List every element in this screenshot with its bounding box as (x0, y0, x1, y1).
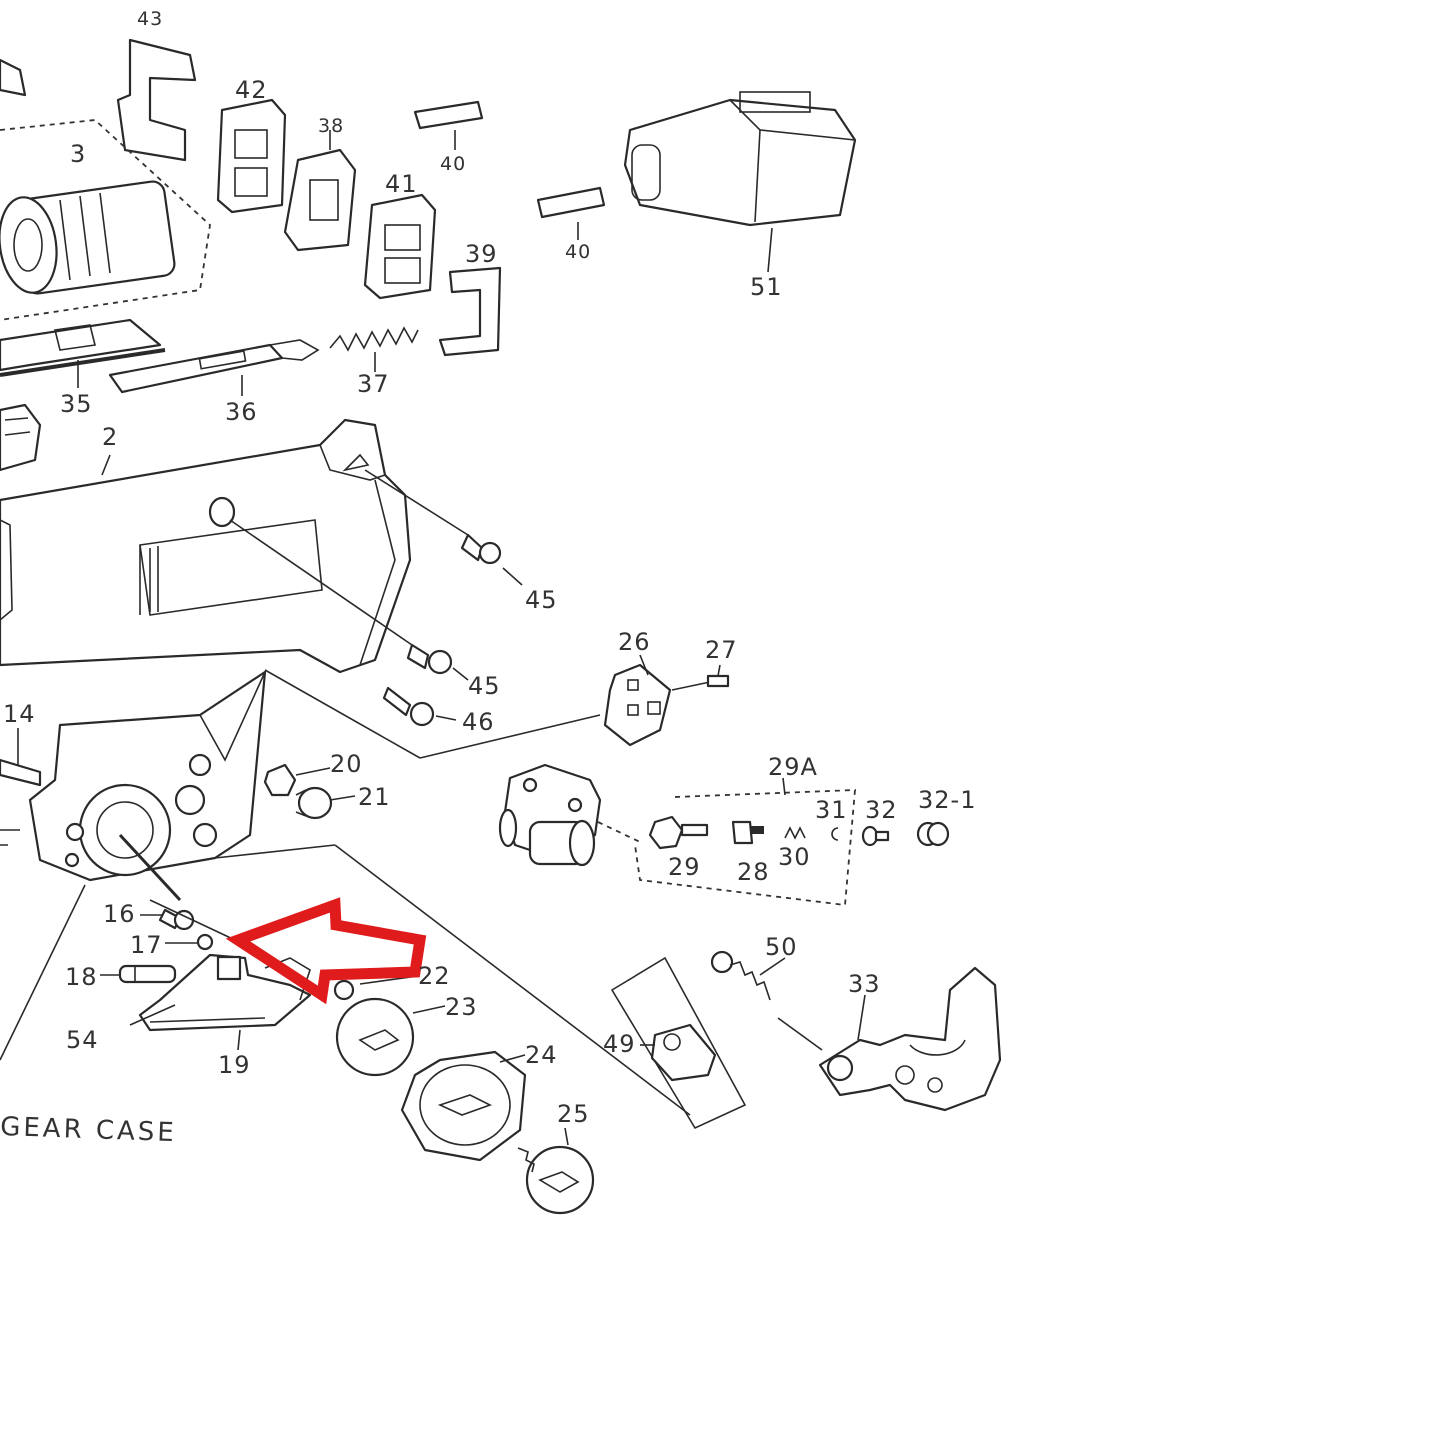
part-43-bracket (116, 38, 197, 162)
callout-40-upper: 40 (440, 153, 466, 175)
part-41-switch (363, 193, 437, 300)
part-42-switch (216, 98, 287, 214)
part-49-gasket (610, 956, 747, 1130)
callout-37: 37 (357, 370, 390, 398)
leader-54 (129, 1004, 176, 1026)
callout-43: 43 (137, 8, 163, 30)
leader-29A-gear (597, 821, 641, 843)
callout-33: 33 (848, 970, 881, 998)
callout-49: 49 (603, 1030, 636, 1058)
part-40-brush-upper (413, 100, 484, 150)
callout-51: 51 (750, 273, 783, 301)
callout-24: 24 (525, 1041, 558, 1069)
part-33-knuckle (818, 966, 1002, 1112)
part-trigger-fragment (0, 403, 42, 472)
callout-30: 30 (778, 843, 811, 871)
part-23-disc (335, 997, 446, 1077)
part-51-switch-housing (623, 91, 857, 273)
callout-3: 3 (70, 140, 86, 168)
callout-54: 54 (66, 1026, 99, 1054)
part-29-shaft (648, 815, 709, 850)
part-46-screw (382, 686, 457, 727)
part-25-cap (517, 1127, 595, 1215)
part-39-clip (438, 266, 502, 357)
callout-40-lower: 40 (565, 241, 591, 263)
motor-group-outline (0, 119, 211, 321)
callout-26: 26 (618, 628, 651, 656)
leader-case-right (214, 844, 336, 859)
part-45-screw-lower (229, 519, 469, 681)
callout-41: 41 (385, 170, 418, 198)
part-40-brush-lower (536, 186, 606, 240)
leader-case-down (0, 884, 86, 1061)
part-32-pin (861, 825, 890, 847)
leader-case-long (334, 844, 691, 1116)
leader-26-long (419, 714, 601, 759)
leader-29A (782, 777, 786, 796)
part-28-clip (731, 820, 764, 845)
callout-50: 50 (765, 933, 798, 961)
part-31-clip (831, 827, 839, 841)
part-35-plate (0, 318, 166, 388)
part-21-bushing (295, 786, 356, 820)
callout-14: 14 (3, 700, 36, 728)
callout-23: 23 (445, 993, 478, 1021)
part-2-housing (0, 418, 412, 674)
part-45-screw-upper (364, 469, 523, 586)
callout-32-1: 32-1 (918, 786, 976, 814)
part-32-1-cap (916, 821, 950, 847)
callout-38: 38 (318, 115, 344, 137)
part-16-screw (140, 908, 195, 931)
callout-22: 22 (418, 962, 451, 990)
part-38-switch (283, 130, 357, 252)
callout-20: 20 (330, 750, 363, 778)
callout-45-lower: 45 (468, 672, 501, 700)
callout-21: 21 (358, 783, 391, 811)
callout-32: 32 (865, 796, 898, 824)
callout-16: 16 (103, 900, 136, 928)
part-3-motor (0, 180, 176, 295)
callout-17: 17 (130, 931, 163, 959)
callout-31: 31 (815, 796, 848, 824)
callout-27: 27 (705, 636, 738, 664)
callout-29: 29 (668, 853, 701, 881)
callout-39: 39 (465, 240, 498, 268)
callout-36: 36 (225, 398, 258, 426)
callout-46: 46 (462, 708, 495, 736)
callout-35: 35 (60, 390, 93, 418)
part-18-pin (100, 964, 177, 984)
part-29A-group-outline (634, 789, 856, 907)
callout-45-upper: 45 (525, 586, 558, 614)
part-50-screw (710, 950, 786, 1001)
part-20-nut (263, 763, 331, 797)
part-17-washer (165, 933, 214, 951)
leader-50-to-33 (777, 1017, 823, 1051)
part-14-gear-case (0, 670, 267, 902)
callout-29A: 29A (768, 753, 818, 781)
callout-25: 25 (557, 1100, 590, 1128)
callout-18: 18 (65, 963, 98, 991)
part-36-rod (108, 339, 320, 396)
callout-28: 28 (737, 858, 770, 886)
part-24-gear-plate (400, 1050, 527, 1162)
callout-42: 42 (235, 76, 268, 104)
callout-2: 2 (102, 423, 118, 451)
callout-19: 19 (218, 1051, 251, 1079)
gear-case-caption: GEAR CASE (0, 1112, 177, 1148)
part-top-left-fragment (0, 58, 27, 97)
part-gear-assembly (498, 763, 602, 867)
highlight-arrow (225, 897, 427, 1005)
part-30-spring (784, 826, 806, 840)
leader-26-to-case (264, 669, 421, 759)
part-27-screw (671, 664, 730, 691)
part-37-spring (329, 326, 419, 372)
leader-case-to-19 (149, 899, 236, 941)
part-26-plate (603, 654, 672, 747)
